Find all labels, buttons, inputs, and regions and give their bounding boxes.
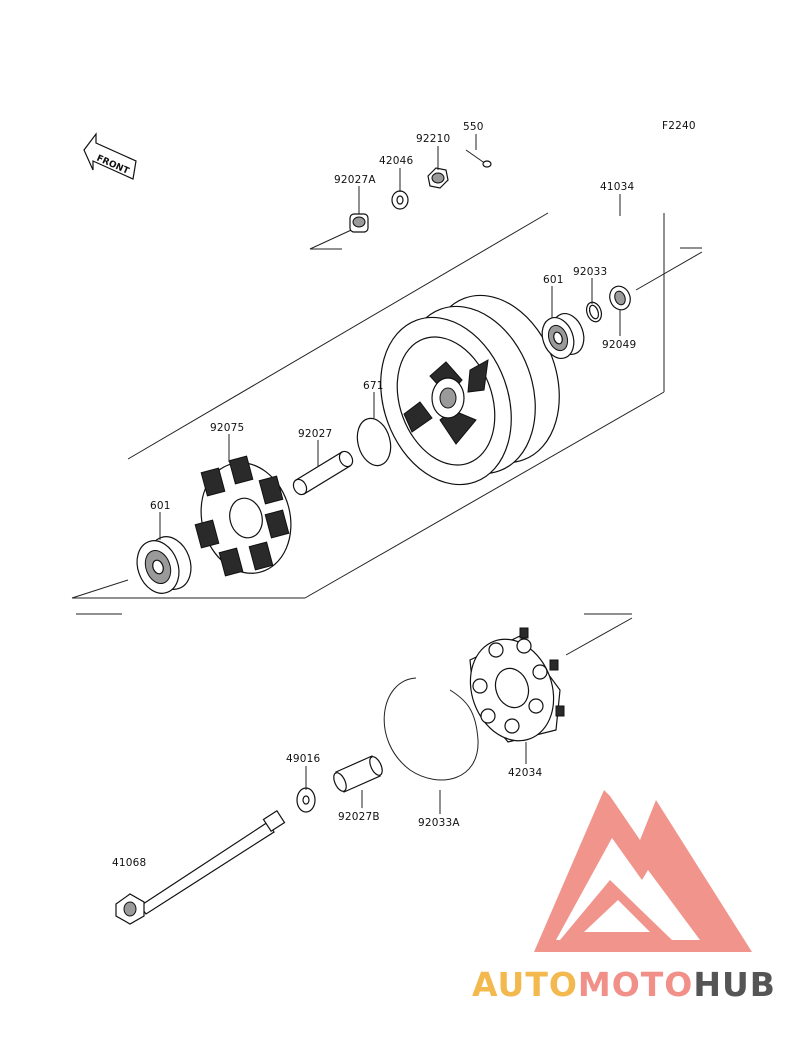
watermark-text: AUTOMOTOHUB (472, 965, 776, 1004)
front-arrow-icon: FRONT (83, 132, 137, 180)
axle-41068 (115, 809, 286, 925)
watermark-moto: MOTO (578, 965, 693, 1004)
label-550: 550 (463, 121, 484, 133)
figure-code: F2240 (662, 120, 696, 132)
circlip-92033 (585, 301, 603, 323)
bearing-601-top (541, 313, 585, 359)
leader-lines (159, 134, 621, 814)
label-92210: 92210 (416, 133, 450, 145)
cotter-pin-550 (465, 149, 492, 168)
label-92049: 92049 (602, 339, 636, 351)
label-92027A: 92027A (334, 174, 376, 186)
label-92075: 92075 (210, 422, 244, 434)
label-92033: 92033 (573, 266, 607, 278)
washer-42046 (391, 190, 409, 210)
label-42046: 42046 (379, 155, 414, 167)
washer-49016 (296, 787, 316, 813)
label-41034: 41034 (600, 181, 635, 193)
label-41068: 41068 (112, 857, 146, 869)
watermark-hub: HUB (693, 965, 776, 1004)
nut-92210 (427, 167, 449, 189)
label-92027B: 92027B (338, 811, 380, 823)
seal-92049 (609, 285, 631, 311)
damper-92075 (194, 455, 292, 577)
label-601-left: 601 (150, 500, 171, 512)
coupling-42034 (469, 627, 565, 743)
label-92027: 92027 (298, 428, 332, 440)
collar-92027A (349, 213, 369, 233)
label-92033A: 92033A (418, 817, 460, 829)
label-671: 671 (363, 380, 384, 392)
watermark-logo-icon (534, 790, 752, 952)
bearing-601-left (136, 536, 192, 594)
label-601-top: 601 (543, 274, 564, 286)
assembly-outline (71, 212, 703, 656)
o-ring-671 (356, 417, 392, 467)
sleeve-92027 (292, 450, 354, 496)
snap-ring-92033A (383, 677, 479, 781)
label-49016: 49016 (286, 753, 321, 765)
label-42034: 42034 (508, 767, 543, 779)
wheel-rim (380, 294, 560, 486)
watermark-auto: AUTO (472, 965, 578, 1004)
collar-92027B (333, 755, 383, 793)
